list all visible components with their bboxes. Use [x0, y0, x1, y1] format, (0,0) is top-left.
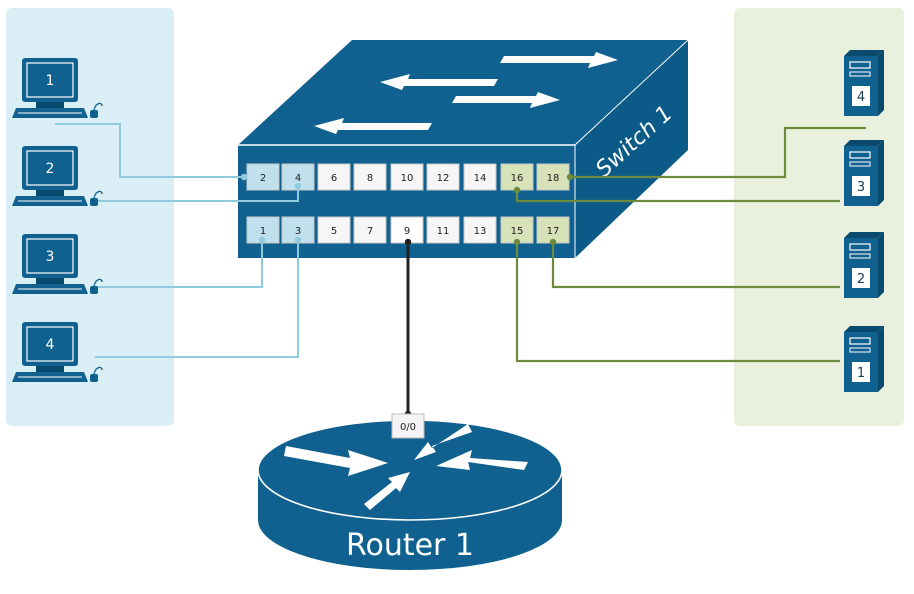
switch-port-top-6	[317, 163, 351, 191]
switch-port-bottom-5	[317, 216, 351, 244]
pc-icon: 4	[11, 321, 103, 383]
port-label: 15	[511, 226, 524, 237]
switch-port-top-14	[463, 163, 497, 191]
port-label: 14	[474, 173, 487, 184]
port-label: 8	[367, 173, 373, 184]
switch-port-bottom-9	[390, 216, 424, 244]
link-server-1	[515, 242, 840, 363]
port-label: 5	[331, 226, 337, 237]
port-label: 13	[474, 226, 487, 237]
switch-port-top-10	[390, 163, 424, 191]
server-icon: 3	[843, 139, 885, 207]
server-number-box	[852, 86, 870, 106]
pc-number: 2	[46, 161, 55, 177]
link-server-3	[515, 190, 840, 203]
link-pc-2	[92, 186, 299, 202]
pc-icon: 1	[11, 57, 103, 119]
port-label: 10	[401, 173, 414, 184]
switch-port-bottom-7	[353, 216, 387, 244]
switch-port-top-8	[353, 163, 387, 191]
router-arrow-icon	[284, 424, 528, 510]
switch-top-face	[238, 40, 688, 145]
pc-icon: 2	[11, 145, 103, 207]
switch-port-bottom-17	[536, 216, 570, 244]
pc-icon: 3	[11, 233, 103, 295]
port-label: 18	[547, 173, 560, 184]
pc-number: 3	[46, 249, 55, 265]
server-number: 1	[857, 366, 865, 381]
port-label: 2	[260, 173, 266, 184]
port-label: 4	[295, 173, 301, 184]
port-label: 11	[437, 226, 450, 237]
link-pc-1	[55, 123, 244, 178]
port-label: 12	[437, 173, 450, 184]
switch-port-bottom-15	[500, 216, 534, 244]
port-label: 7	[367, 226, 373, 237]
router-interface	[391, 413, 425, 439]
switch-port-top-2	[246, 163, 280, 191]
port-label: 6	[331, 173, 337, 184]
link-endpoint	[294, 236, 302, 244]
pc-number: 1	[46, 73, 55, 89]
server-number-box	[852, 176, 870, 196]
link-endpoint	[513, 238, 521, 246]
router-interface-label: 0/0	[400, 422, 416, 433]
router: Router 1 0/0	[257, 413, 563, 570]
server-number-box	[852, 362, 870, 382]
server-icon: 2	[843, 231, 885, 299]
link-pc-3	[94, 240, 263, 288]
link-pc-4	[95, 240, 299, 358]
link-endpoint	[549, 238, 557, 246]
server-number: 2	[857, 272, 865, 287]
link-endpoint	[404, 238, 412, 246]
port-label: 9	[404, 226, 410, 237]
arrow-icon	[314, 52, 618, 134]
link-endpoint	[566, 173, 574, 181]
link-server-4	[570, 126, 866, 179]
switch-side-face	[575, 40, 688, 258]
server-number: 4	[857, 90, 865, 105]
server-number-box	[852, 268, 870, 288]
link-server-2	[551, 242, 840, 289]
switch-port-bottom-13	[463, 216, 497, 244]
switch-port-bottom-11	[426, 216, 460, 244]
link-endpoint	[258, 236, 266, 244]
router-name: Router 1	[346, 528, 474, 563]
port-label: 17	[547, 226, 560, 237]
port-label: 3	[295, 226, 301, 237]
server-number: 3	[857, 180, 865, 195]
switch-port-top-12	[426, 163, 460, 191]
pc-number: 4	[46, 337, 55, 353]
link-endpoint	[294, 182, 302, 190]
port-label: 1	[260, 226, 266, 237]
link-endpoint	[513, 186, 521, 194]
port-label: 16	[511, 173, 524, 184]
link-endpoint	[240, 173, 248, 181]
server-icon: 4	[843, 49, 885, 117]
server-icon: 1	[843, 325, 885, 393]
